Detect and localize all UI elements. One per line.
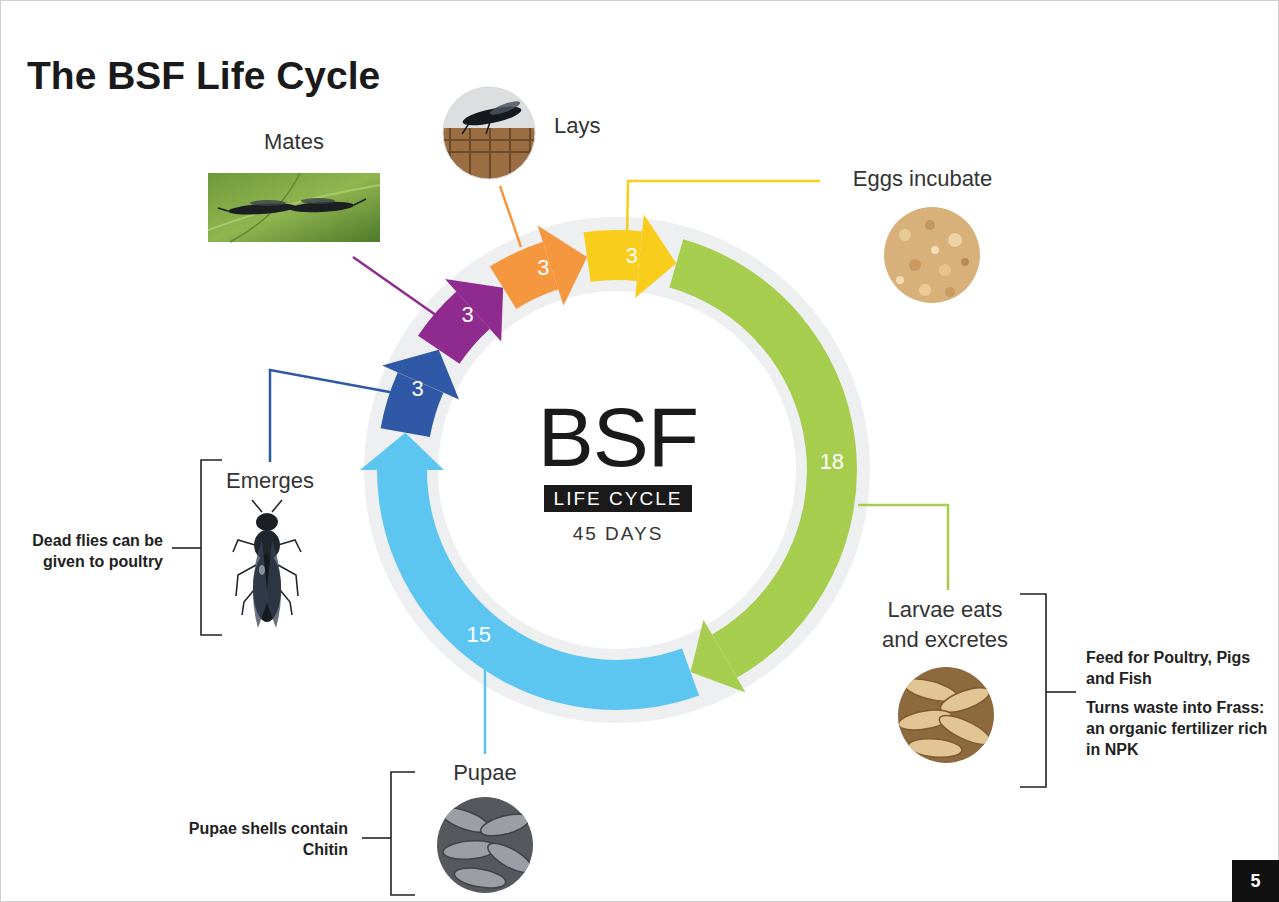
day-count: 3	[462, 303, 474, 327]
ring-segment	[584, 230, 643, 282]
node-heading: Larvae eats and excretes	[872, 595, 1018, 655]
leader-line	[500, 186, 521, 247]
stage-node: Emerges	[210, 466, 330, 636]
node-heading: Lays	[554, 111, 612, 141]
node-text: LIFE CYCLE	[544, 485, 693, 512]
larvae-photo	[895, 665, 1000, 770]
diagram-title: The BSF Life Cycle	[27, 54, 380, 98]
day-count: 18	[820, 450, 844, 474]
segment-arrowhead	[691, 620, 746, 693]
node-heading: Emerges	[210, 466, 330, 496]
segment-arrowhead	[445, 279, 503, 341]
note-text: Feed for Poultry, Pigs and Fish	[1086, 647, 1272, 689]
photo-rim	[443, 87, 535, 179]
bracket	[172, 460, 222, 635]
mating-flies-photo	[208, 173, 380, 242]
day-count: 15	[467, 623, 491, 647]
center-circle: BSF LIFE CYCLE 45 DAYS	[433, 285, 803, 655]
stage-node: Lays	[440, 85, 612, 181]
pupae-photo	[435, 795, 540, 900]
node-heading: Eggs incubate	[830, 164, 1015, 194]
leader-line	[484, 668, 487, 754]
egg-laying-photo	[440, 85, 540, 188]
note-text: Dead flies can be given to poultry	[6, 530, 163, 572]
day-count: 3	[412, 377, 424, 401]
leader-line	[353, 257, 440, 318]
stage-node: Larvae eats and excretes	[870, 595, 1020, 765]
bracket	[1020, 594, 1076, 787]
stage-node: Mates	[205, 127, 383, 245]
bracket	[362, 772, 415, 895]
node-text: 45 DAYS	[573, 522, 664, 546]
node-heading: Mates	[205, 127, 383, 157]
stage-node: Eggs incubate	[830, 164, 1015, 307]
segment-arrowhead	[360, 433, 444, 470]
leader-line	[627, 181, 820, 240]
segment-arrowhead	[635, 214, 676, 298]
node-heading: BSF	[538, 395, 698, 479]
day-count: 3	[626, 244, 638, 268]
leader-line	[270, 370, 395, 462]
page-number: 5	[1232, 860, 1279, 902]
stage-node: Pupae	[430, 758, 540, 898]
day-count: 3	[537, 256, 549, 280]
segment-arrowhead	[538, 226, 588, 306]
note-text: Pupae shells contain Chitin	[152, 818, 348, 860]
eggs-photo	[880, 205, 985, 310]
node-heading: Pupae	[430, 758, 540, 788]
adult-fly-illustration	[233, 500, 301, 628]
ring-segment	[377, 470, 699, 710]
life-cycle-ring	[360, 214, 857, 710]
leader-line	[858, 505, 948, 590]
note-text: Turns waste into Frass: an organic ferti…	[1086, 697, 1272, 760]
